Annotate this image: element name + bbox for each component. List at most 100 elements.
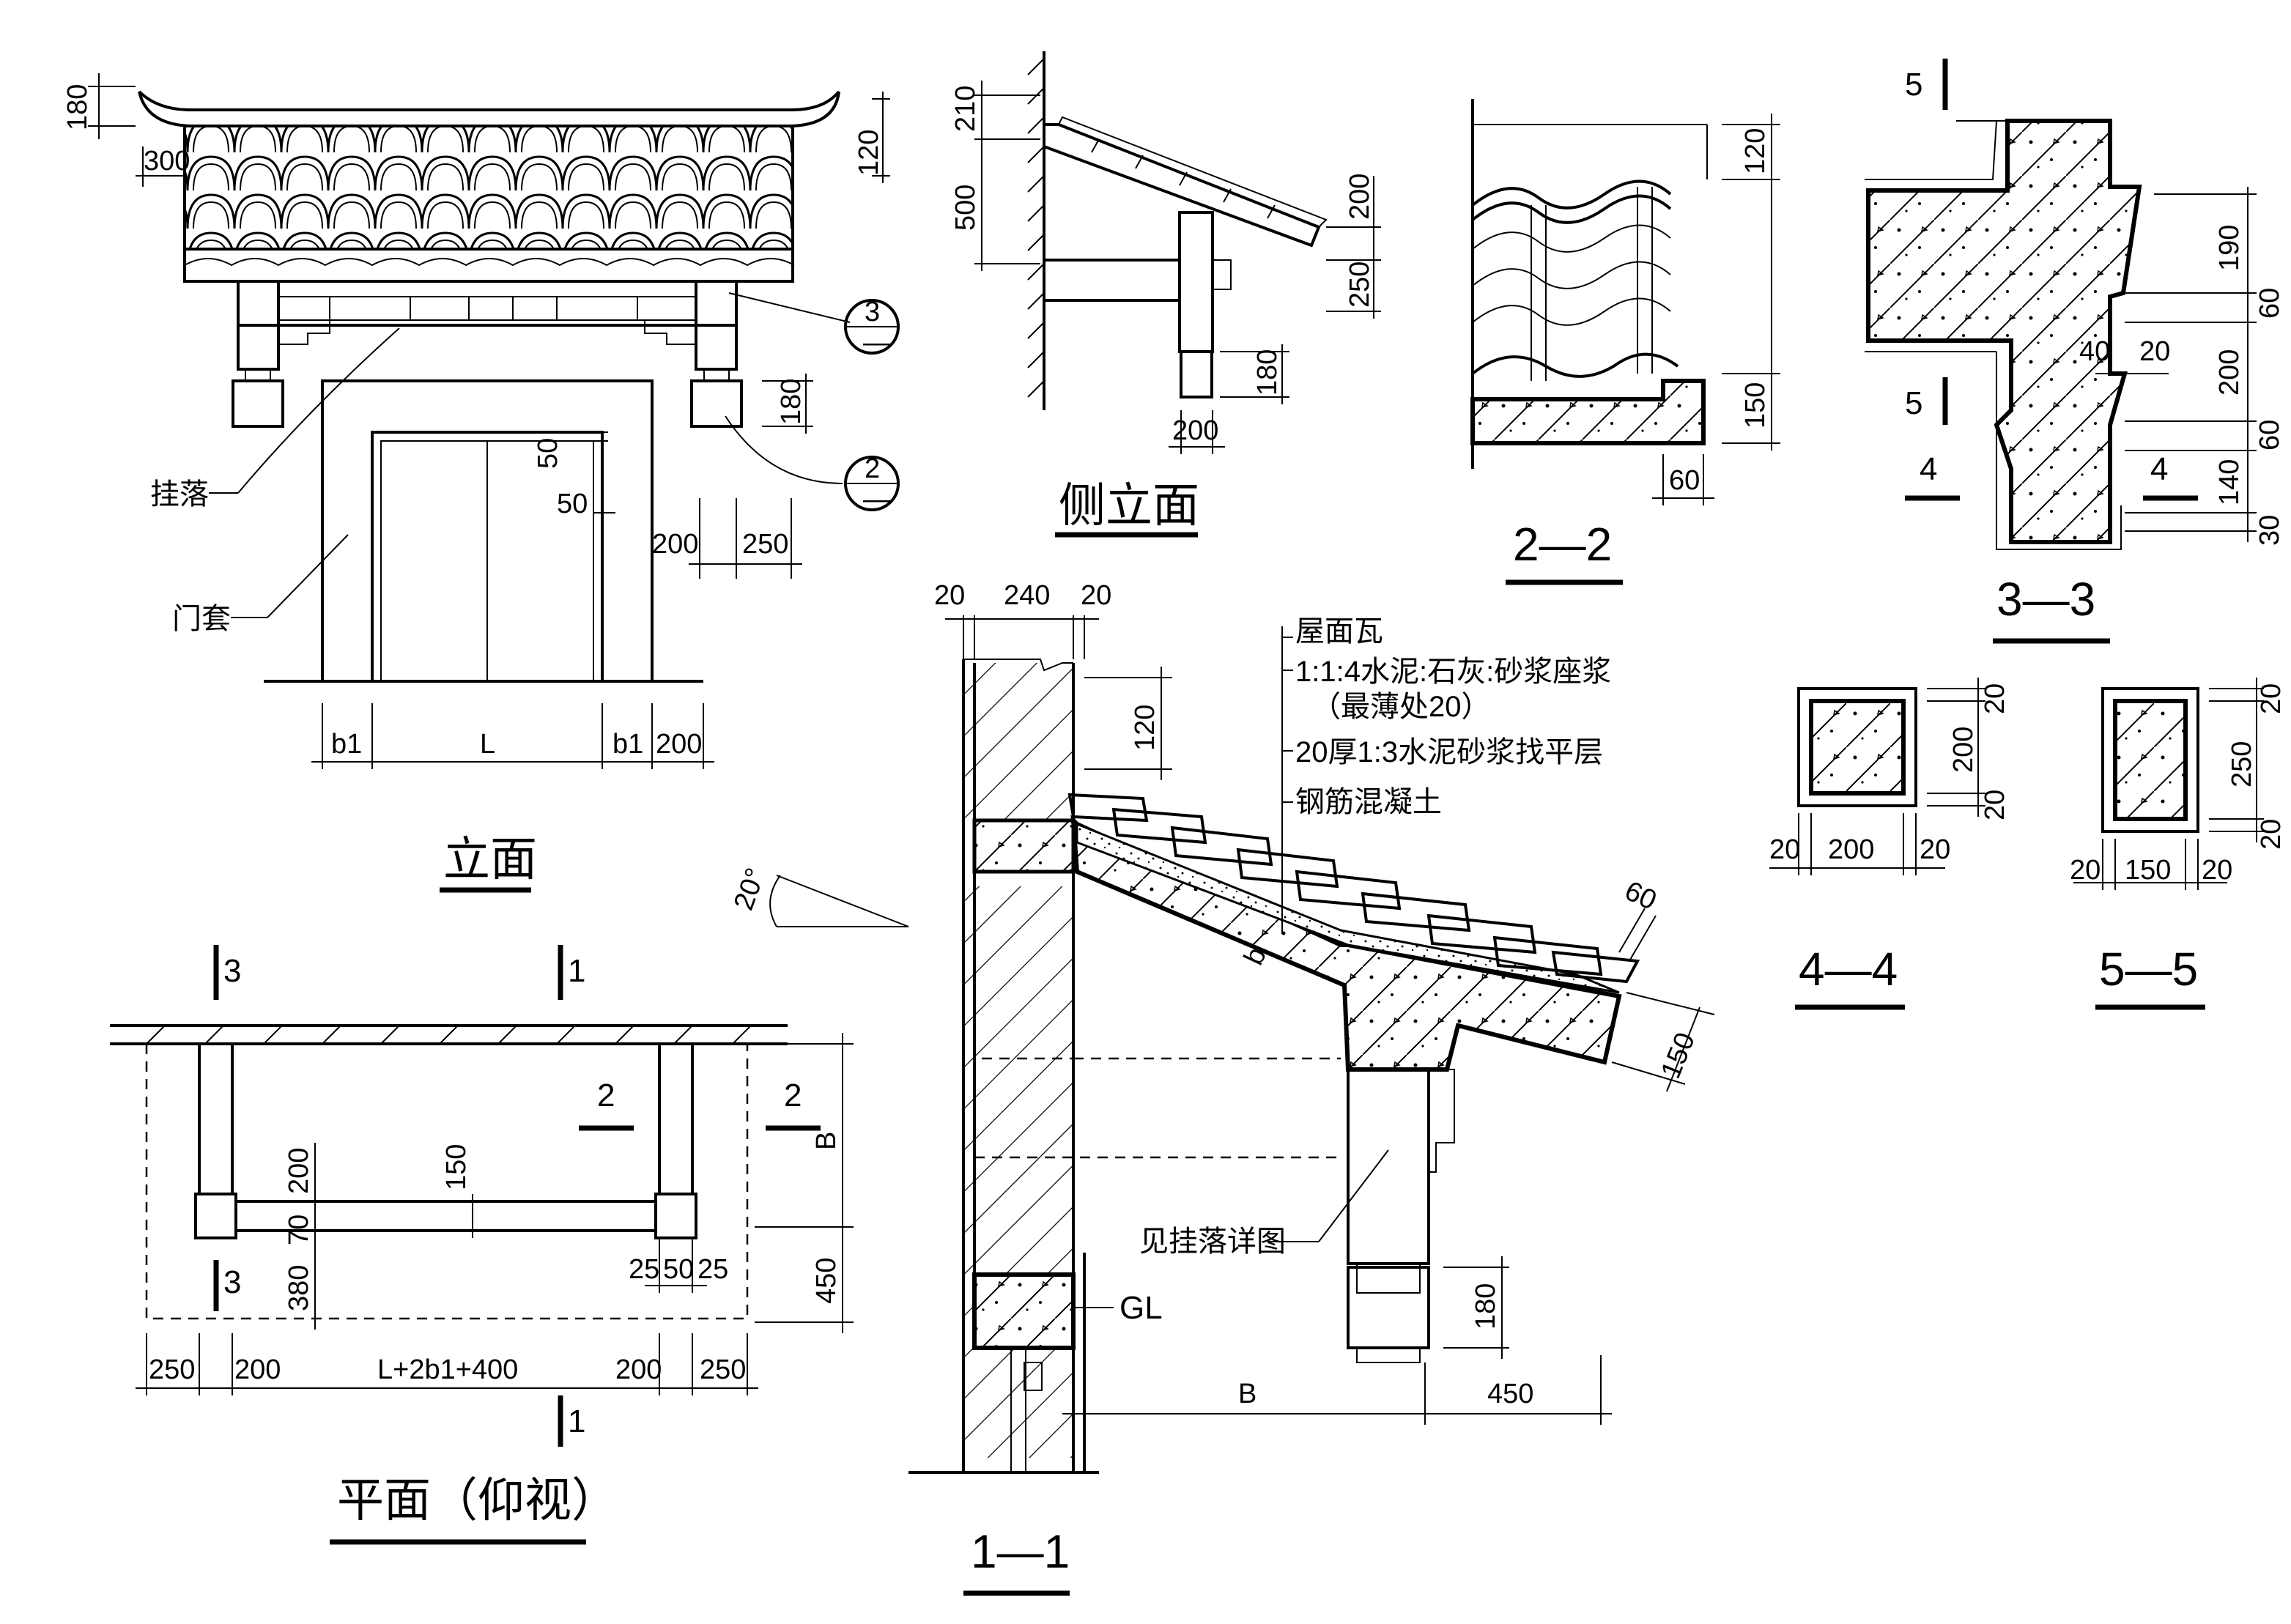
- dim-200b: 200: [656, 729, 702, 760]
- dim-200: 200: [652, 529, 698, 560]
- section-4-4-core: [1809, 699, 1906, 796]
- dim-5-5-20b: 20: [2256, 819, 2287, 850]
- dim-180: 180: [62, 84, 93, 130]
- hanging-fret-right: [644, 320, 697, 345]
- plan-beam: [234, 1200, 657, 1232]
- dim-plan-250a: 250: [149, 1354, 195, 1385]
- dim-side-250: 250: [1344, 262, 1375, 308]
- note-GL: GL: [1119, 1290, 1163, 1326]
- dim-4-4-20c: 20: [1769, 834, 1800, 865]
- title-side-elevation: 侧立面: [1059, 479, 1199, 532]
- concrete-section-3-3: [1866, 119, 2142, 544]
- hanging-inner: [278, 296, 697, 321]
- dim-3-3-190: 190: [2214, 225, 2245, 271]
- section-2-2: 120 150 60 2—2: [1470, 99, 1780, 585]
- dim-plan-L: L+2b1+400: [377, 1354, 518, 1385]
- cut-5-bottom: 5: [1905, 385, 1922, 421]
- dim-3-3-140: 140: [2214, 459, 2245, 505]
- cut-3-top: 3: [223, 953, 241, 989]
- dim-300: 300: [144, 146, 190, 177]
- roof-ridge: [138, 90, 840, 111]
- plan-column-left: [198, 1042, 234, 1195]
- lintel-GL: [972, 1272, 1076, 1350]
- dim-4-4-200h: 200: [1828, 834, 1874, 865]
- dim-plan-200a: 200: [234, 1354, 281, 1385]
- dim-plan-250b: 250: [700, 1354, 746, 1385]
- dim-5-5-150: 150: [2125, 855, 2171, 886]
- dim-2-2-150: 150: [1740, 382, 1771, 429]
- dim-180b: 180: [776, 379, 807, 425]
- cut-2-right: 2: [784, 1078, 802, 1113]
- dim-1-1-120: 120: [1130, 705, 1161, 751]
- section-5-5: 20 250 20 20 150 20 5—5: [2070, 678, 2287, 1010]
- dim-1-1-240: 240: [1004, 580, 1050, 611]
- dim-plan-25a: 25: [629, 1254, 659, 1285]
- side-column-base: [1180, 350, 1213, 398]
- plan-column-right: [658, 1042, 694, 1195]
- dim-210: 210: [950, 86, 981, 132]
- elevation-view: 180 300 120 180 50 50 200 250 b1 L b1 20…: [62, 73, 900, 893]
- dim-5-5-20c: 20: [2070, 855, 2101, 886]
- dim-3-3-30: 30: [2254, 515, 2285, 546]
- dim-1-1-20a: 20: [934, 580, 965, 611]
- dim-b1-right: b1: [612, 729, 643, 760]
- title-1-1: 1—1: [971, 1525, 1070, 1578]
- dim-b1-left: b1: [331, 729, 362, 760]
- dim-side-200b: 200: [1172, 415, 1218, 446]
- dim-side-180: 180: [1252, 349, 1283, 396]
- cut-4-right: 4: [2150, 451, 2168, 487]
- dim-plan-25b: 25: [697, 1254, 728, 1285]
- dim-1-1-B: B: [1238, 1379, 1256, 1409]
- dim-3-3-20: 20: [2139, 336, 2170, 367]
- column-base-right: [690, 379, 743, 428]
- dim-5-5-20d: 20: [2202, 855, 2232, 886]
- gutter-concrete: [1470, 379, 1706, 445]
- dim-5-5-250: 250: [2227, 741, 2257, 787]
- tile-bottom: [1471, 352, 1679, 378]
- hanging-frame: [237, 280, 738, 327]
- title-5-5: 5—5: [2099, 943, 2198, 995]
- dim-1-1-60: 60: [1620, 875, 1661, 916]
- door-frame-outer: [321, 379, 654, 681]
- dim-4-4-20a: 20: [1980, 683, 2010, 714]
- cut-1-top: 1: [568, 953, 585, 989]
- dim-3-3-200: 200: [2214, 349, 2245, 396]
- tile-edge: [184, 258, 795, 267]
- title-elevation: 立面: [443, 833, 537, 886]
- plan-roof-outline: [145, 1042, 749, 1320]
- dim-plan-200b: 200: [615, 1354, 662, 1385]
- section-column: [1347, 1068, 1430, 1265]
- dim-plan-70: 70: [284, 1215, 314, 1245]
- side-beam: [1043, 259, 1181, 302]
- cut-1-bottom: 1: [568, 1404, 585, 1439]
- section-5-5-core: [2113, 699, 2188, 821]
- layer-mortar-note: （最薄处20）: [1311, 691, 1491, 723]
- cut-3-bottom: 3: [223, 1264, 241, 1300]
- wall-hatch: [1027, 58, 1045, 398]
- dim-plan-150: 150: [441, 1144, 472, 1190]
- callout-2-sub: —: [863, 484, 891, 515]
- section-1-1: 20 240 20 120 60 150 180 B 450 b 20° 屋面瓦…: [728, 580, 1715, 1596]
- dim-2-2-120: 120: [1740, 128, 1771, 174]
- title-4-4: 4—4: [1799, 943, 1898, 995]
- dim-4-4-20b: 20: [1980, 790, 2010, 820]
- slope-triangle: [776, 875, 909, 927]
- callout-3-sub: —: [863, 327, 891, 358]
- dim-plan-450: 450: [811, 1258, 842, 1304]
- roof-tiles-section: [1067, 793, 1640, 984]
- layer-concrete: 钢筋混凝土: [1295, 786, 1442, 818]
- dim-plan-50: 50: [663, 1254, 694, 1285]
- dim-3-3-60b: 60: [2254, 420, 2285, 451]
- dim-5-5-20a: 20: [2256, 683, 2287, 714]
- label-hanging: 挂落: [150, 478, 209, 511]
- dim-plan-B: B: [811, 1132, 842, 1150]
- dim-1-1-20b: 20: [1081, 580, 1111, 611]
- dim-L: L: [480, 729, 495, 760]
- dim-3-3-40: 40: [2079, 336, 2110, 367]
- section-column-base: [1347, 1266, 1430, 1349]
- dim-plan-380: 380: [284, 1265, 314, 1311]
- dim-50a: 50: [533, 438, 563, 469]
- column-base-left: [232, 379, 284, 428]
- cut-5-top: 5: [1905, 67, 1922, 103]
- plan-view: 3 1 2 2 3 1 B 450 200 70 380 150 25 50 2…: [110, 945, 854, 1545]
